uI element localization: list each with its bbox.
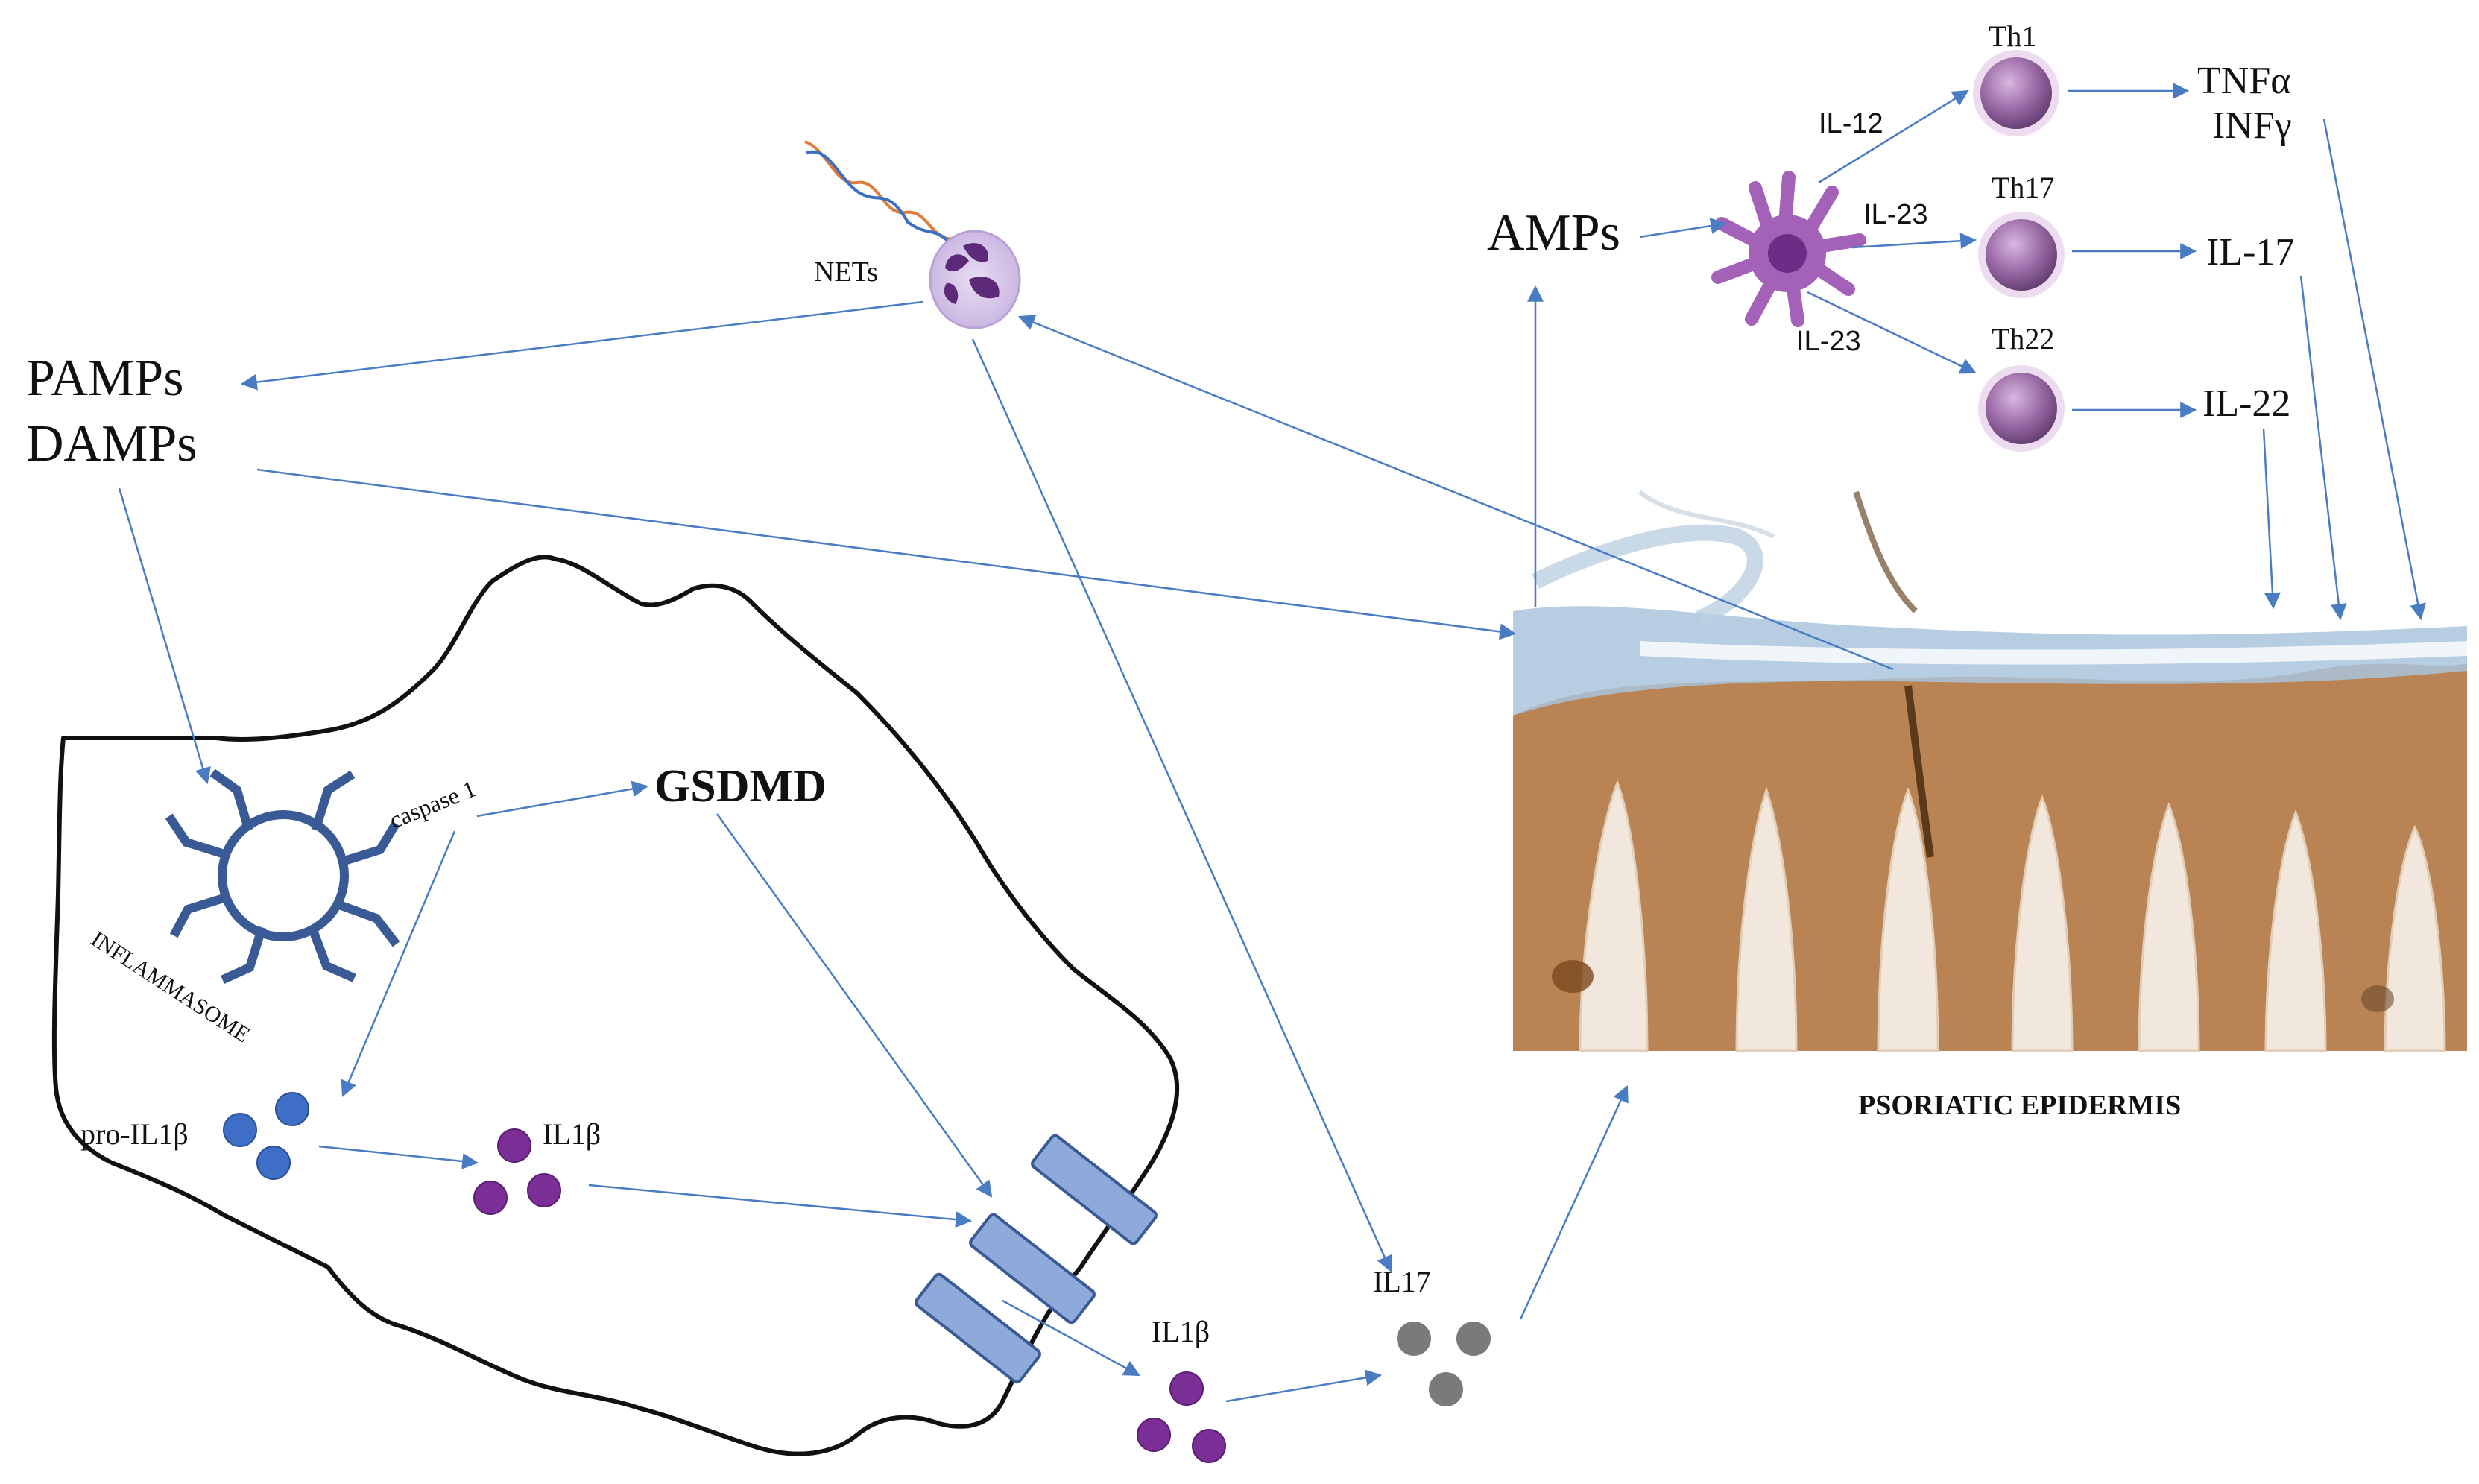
il1b-outside-label: IL1β	[1152, 1315, 1210, 1348]
arrow-il17-to-epidermis	[1519, 1085, 1629, 1320]
arrow-dendritic-to-th1	[1818, 89, 1969, 184]
pamps-label: PAMPs	[26, 350, 183, 407]
arrow-dendritic-to-th17	[1851, 233, 1977, 250]
il23-top-label: IL-23	[1863, 199, 1928, 230]
pathway-arrows	[118, 83, 2427, 1403]
arrow-damps-to-epidermis	[256, 468, 1517, 640]
dendritic-cell-icon	[1711, 171, 1866, 327]
il1b-inside-label: IL1β	[543, 1117, 601, 1151]
arrow-amps-to-dendritic	[1639, 218, 1728, 239]
arrow-epidermis-to-nets	[1017, 315, 1894, 671]
il22-label: IL-22	[2202, 382, 2290, 425]
nets-label: NETs	[814, 256, 878, 288]
arrow-nets-to-il17	[971, 338, 1392, 1273]
arrow-il1b-to-il17	[1225, 1369, 1383, 1403]
arrow-pore-to-il1b-out	[1002, 1299, 1140, 1377]
tissue-image	[1513, 470, 2467, 1052]
gsdmd-pore-icon	[915, 1134, 1158, 1384]
th17-label: Th17	[1992, 171, 2054, 204]
arrow-tnfa-to-epidermis	[2322, 119, 2427, 621]
inflammasome-label: INFLAMMASOME	[86, 926, 254, 1047]
arrow-gsdmd-to-pore	[716, 813, 993, 1198]
th22-label: Th22	[1992, 322, 2054, 356]
arrow-pro-il1b-to-il1b	[318, 1145, 479, 1169]
arrow-caspase-to-pro-il1b	[341, 830, 456, 1098]
amps-label: AMPs	[1487, 204, 1620, 262]
arrow-il17-to-epidermis-top	[2299, 275, 2347, 621]
il17-bottom-label: IL17	[1373, 1265, 1431, 1298]
pro-il1b-label: pro-IL1β	[80, 1117, 189, 1151]
il17-molecules	[1397, 1322, 1491, 1406]
psoriatic-epidermis-caption: PSORIATIC EPIDERMIS	[1858, 1090, 2181, 1121]
il1b-outside-molecules	[1137, 1371, 1226, 1463]
arrow-caspase-to-gsdmd	[476, 780, 649, 818]
t-cell-icon	[1978, 212, 2065, 298]
inflammasome-icon	[165, 768, 400, 984]
il23-bottom-label: IL-23	[1796, 326, 1861, 357]
il12-label: IL-12	[1819, 108, 1883, 139]
infg-label: INFγ	[2212, 104, 2292, 147]
t-cell-icon	[1973, 50, 2059, 136]
il1b-inside-molecules	[473, 1128, 561, 1215]
gsdmd-label: GSDMD	[654, 761, 827, 812]
damps-label: DAMPs	[26, 415, 198, 473]
t-cell-icon	[1978, 365, 2065, 452]
il17-top-label: IL-17	[2206, 231, 2294, 274]
arrow-damps-to-inflammasome	[118, 487, 211, 785]
pro-il1b-molecules	[223, 1092, 309, 1180]
tnfa-label: TNFα	[2197, 60, 2290, 102]
neutrophil-icon	[929, 230, 1021, 329]
th1-label: Th1	[1989, 19, 2036, 53]
arrow-il22-to-epidermis	[2262, 428, 2281, 610]
arrow-il1b-to-pore	[588, 1184, 973, 1228]
caspase-label: caspase 1	[385, 775, 479, 834]
dna-strand-icon	[804, 140, 957, 251]
arrow-nets-to-pamps	[240, 300, 923, 391]
arrow-dendritic-to-th22	[1807, 291, 1977, 374]
